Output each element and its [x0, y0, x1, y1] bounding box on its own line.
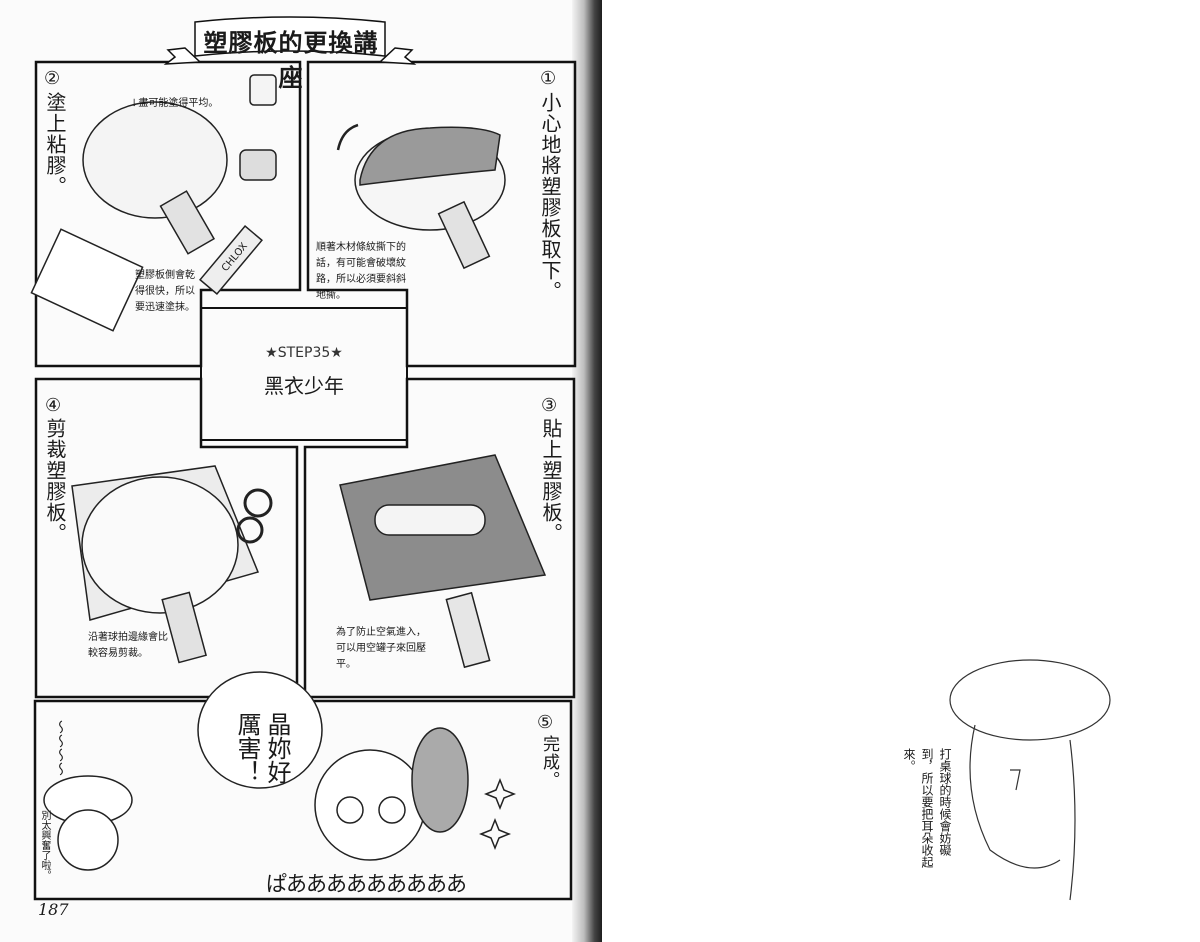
- step-5-title: 完成。: [539, 735, 559, 789]
- page-number: 187: [38, 900, 69, 919]
- step-1-note: 順著木材條紋撕下的話，有可能會破壞紋路，所以必須要斜斜地撕。: [316, 242, 406, 301]
- step-2-number: ②: [44, 68, 61, 89]
- silence-squiggle: ～～～～: [52, 720, 68, 776]
- step-1-number: ①: [540, 68, 557, 89]
- panel-2-border: [34, 60, 302, 368]
- panel-3-paddle: [339, 454, 547, 669]
- chapter-title: 黑衣少年: [264, 374, 344, 398]
- sound-effect: ぱあああああああああ: [266, 872, 467, 896]
- step-2-note: 塑膠板側會乾得很快，所以要迅速塗抹。: [135, 270, 195, 313]
- step-5-number: ⑤: [537, 712, 554, 733]
- step-2-top-note: ↓盡可能塗得平均。: [130, 98, 219, 109]
- panel-2-paddle: [30, 74, 277, 332]
- title-banner: [163, 16, 417, 65]
- speech-bubble-text: 晶妳好厲害！: [233, 712, 291, 784]
- step-4-note: 沿著球拍邊緣會比較容易剪裁。: [88, 632, 168, 659]
- step-1-title: 小心地將塑膠板取下。: [538, 92, 562, 302]
- book-gutter: [572, 0, 602, 942]
- panel-1-paddle: [336, 123, 506, 270]
- right-page: [602, 0, 1200, 942]
- right-page-sketch: [949, 659, 1111, 901]
- step-3-number: ③: [541, 395, 558, 416]
- step-3-title: 貼上塑膠板。: [539, 418, 563, 544]
- panel-4-border: [34, 377, 299, 699]
- panel-5-characters: [43, 671, 517, 871]
- side-remark: 別太興奮了啦。: [39, 810, 50, 880]
- title-banner-text: 塑膠板的更換講座: [203, 29, 379, 92]
- step-2-title: 塗上粘膠。: [43, 92, 67, 197]
- step-4-title: 剪裁塑膠板。: [43, 418, 67, 544]
- panel-4-paddle: [71, 465, 273, 664]
- right-page-note: 打桌球的時候會妨礙到，所以要把耳朵收起來。: [902, 748, 952, 868]
- step-4-number: ④: [45, 395, 62, 416]
- step-3-note: 為了防止空氣進入，可以用空罐子來回壓平。: [336, 627, 426, 670]
- step-number-label: ★STEP35★: [265, 345, 343, 361]
